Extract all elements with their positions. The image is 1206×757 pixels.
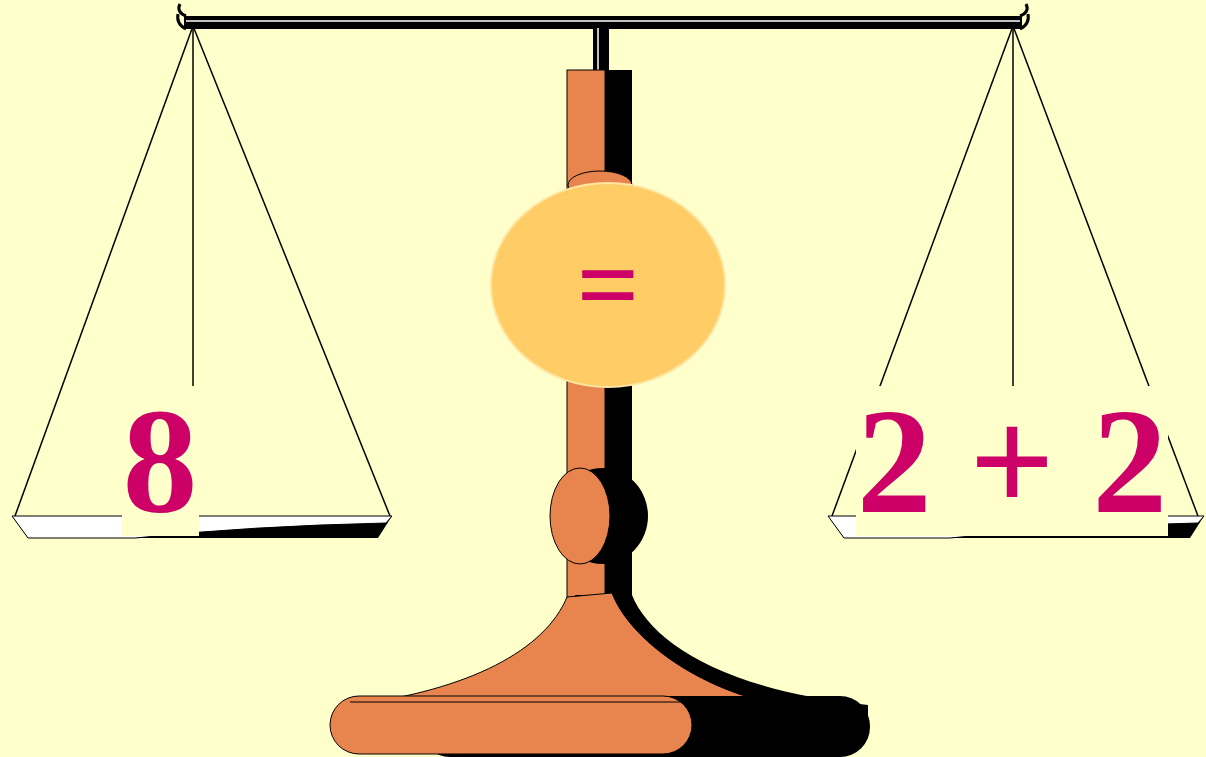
left-pan [12,516,392,538]
base-plate-line [350,702,680,703]
pan-label: 2 + 2 [856,386,1168,536]
left-pan-top [12,516,392,538]
base-mound [352,593,780,705]
beam-curl [178,4,186,29]
pan-label: 8 [122,386,199,536]
knob [550,468,610,564]
beam-curl [1020,4,1028,29]
beam-post-highlight [597,28,599,72]
base-plate [330,696,692,754]
beam-post [593,28,609,72]
equals-sign: = [577,230,640,340]
left-strings [15,26,390,516]
beam-highlight [186,20,1020,22]
oval-fill [491,183,725,387]
equals-oval: = [490,182,726,388]
beam [184,16,1022,29]
